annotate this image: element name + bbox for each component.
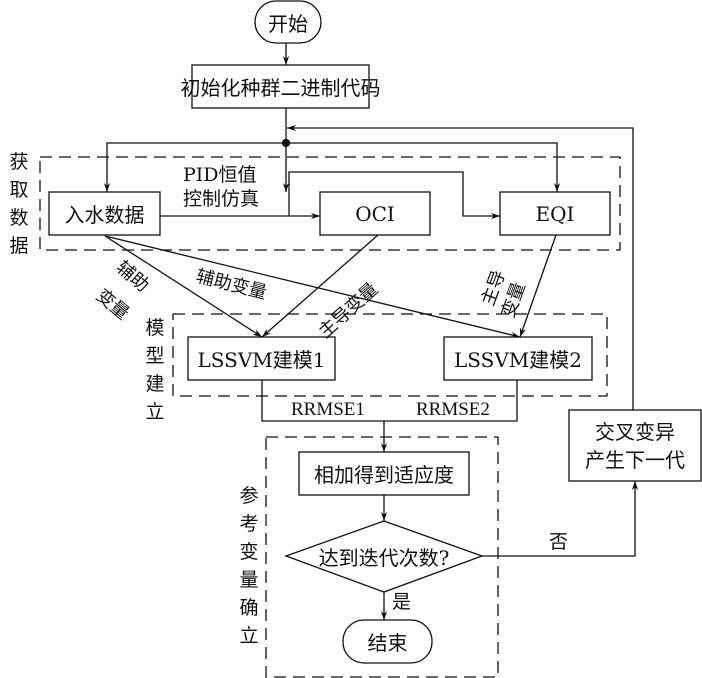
node-fitness-label: 相加得到适应度 (314, 463, 454, 487)
group-acquire-data (39, 156, 621, 251)
node-lssvm2-label: LSSVM建模2 (454, 348, 582, 372)
edge-to-eqi (286, 142, 561, 192)
node-end (342, 619, 433, 664)
edge-rrmse-merge (261, 380, 518, 422)
edge-to-inflow (103, 142, 286, 192)
group-reference-variable (265, 436, 499, 678)
node-crossover-label: 交叉变异 产生下一代 (569, 410, 701, 481)
node-eqi-label: EQI (535, 201, 575, 226)
node-init-label: 初始化种群二进制代码 (180, 76, 381, 100)
crossover-line2: 产生下一代 (585, 447, 685, 472)
crossover-line1: 交叉变异 (595, 419, 675, 444)
edge-inflow-lssvm2 (104, 235, 521, 338)
edge-label-rrmse2: RRMSE2 (416, 399, 490, 420)
edge-label-pid-2: 控制仿真 (183, 188, 260, 210)
node-oci-label: OCI (355, 201, 395, 226)
node-oci (319, 191, 431, 236)
node-init (191, 64, 370, 109)
node-inflow-label: 入水数据 (64, 203, 145, 227)
edge-eqi-lssvm2 (519, 234, 557, 338)
node-lssvm2 (443, 336, 593, 381)
node-crossover (568, 409, 702, 482)
node-end-label: 结束 (367, 631, 408, 655)
node-decision-label: 达到迭代次数? (318, 545, 450, 570)
group-model-building (172, 313, 608, 397)
group-reference-label: 参考变量确立 (239, 485, 259, 647)
node-start (254, 0, 322, 44)
edge-label-yes: 是 (392, 591, 412, 613)
edge-inflow-lssvm1 (104, 235, 263, 338)
group-model-label: 模型建立 (145, 317, 165, 423)
node-start-label: 开始 (268, 11, 308, 36)
edge-label-pid-1: PID恒值 (183, 164, 257, 186)
group-acquire-label: 获取数据 (9, 151, 29, 257)
edge-oci-lssvm1 (261, 234, 379, 338)
edge-label-no: 否 (549, 531, 569, 553)
node-eqi (499, 191, 611, 236)
node-inflow-data (48, 191, 161, 236)
node-lssvm1-label: LSSVM建模1 (197, 348, 326, 372)
edge-decision-no (482, 481, 639, 557)
edge-label-rrmse1: RRMSE1 (291, 399, 365, 420)
edge-loop-back (287, 124, 634, 410)
edge-pid-to-eqi (288, 171, 500, 220)
